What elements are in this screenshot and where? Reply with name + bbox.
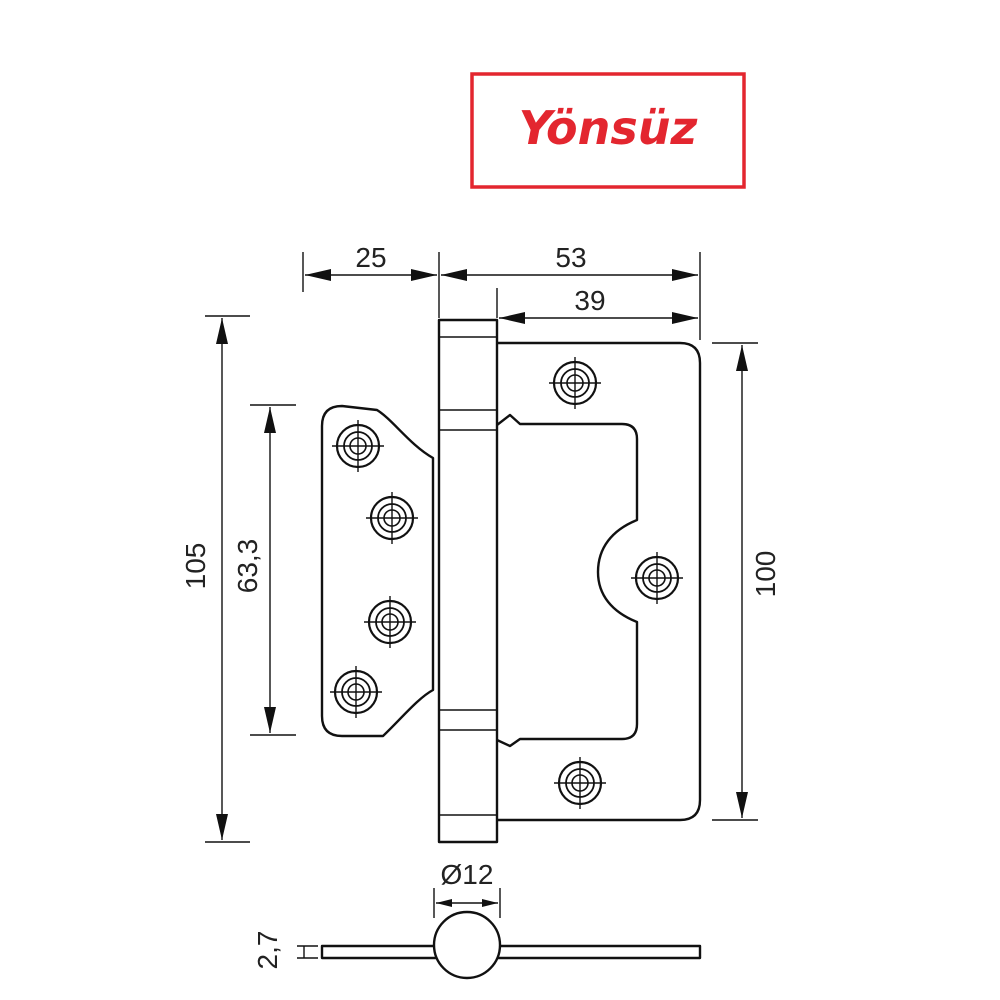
dim-label-100: 100: [750, 551, 781, 598]
dim-label-25: 25: [355, 242, 386, 273]
dim-label-pin-diameter: Ø12: [441, 859, 494, 890]
right-leaf-cutout: [496, 413, 639, 748]
right-leaf-outline: [497, 341, 702, 822]
direction-badge: Yönsüz: [470, 72, 746, 189]
screw-hole: [631, 552, 683, 604]
screw-hole: [364, 596, 416, 648]
badge-frame: [470, 72, 746, 189]
dim-label-53: 53: [555, 242, 586, 273]
knuckle-barrel: [437, 318, 499, 844]
screw-hole: [554, 757, 606, 809]
pin-circle: [432, 910, 502, 980]
screw-hole: [366, 492, 418, 544]
dim-label-39: 39: [574, 285, 605, 316]
leaf-thickness-bar: [320, 944, 702, 960]
dim-label-63-3: 63,3: [232, 539, 263, 594]
screw-hole: [549, 357, 601, 409]
screw-hole: [330, 666, 382, 718]
left-leaf-outline: [320, 404, 435, 738]
hinge-front-view: [320, 318, 702, 844]
dimension-lines: [205, 252, 758, 843]
hinge-side-view: [297, 888, 702, 980]
dim-label-thickness: 2,7: [252, 931, 283, 970]
badge-label: Yönsüz: [519, 101, 698, 155]
screw-hole: [332, 420, 384, 472]
dim-label-105: 105: [180, 543, 211, 590]
